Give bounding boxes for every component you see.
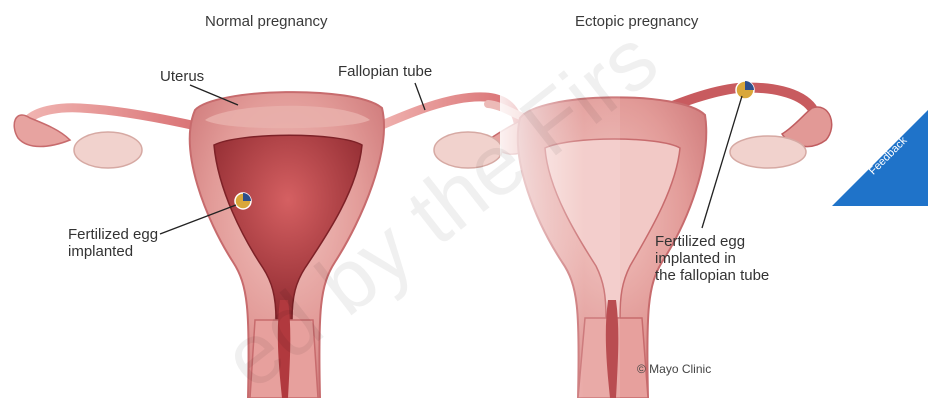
fertilized-egg-ectopic-label: Fertilized egg implanted in the fallopia… bbox=[655, 233, 769, 284]
ectopic-egg-leader-line bbox=[702, 96, 742, 228]
diagram-canvas: Normal pregnancy Ectopic pregnancy Uteru… bbox=[0, 0, 928, 398]
normal-right-ovary bbox=[434, 132, 502, 168]
feedback-button[interactable]: Feedback bbox=[832, 110, 928, 206]
fertilized-egg-ectopic-line-2: implanted in bbox=[655, 250, 769, 267]
normal-left-fallopian-tube bbox=[30, 108, 205, 128]
pregnancy-illustration bbox=[0, 0, 928, 398]
ectopic-pregnancy-title: Ectopic pregnancy bbox=[575, 13, 698, 30]
fertilized-egg-normal-label: Fertilized egg implanted bbox=[68, 226, 158, 260]
fertilized-egg-ectopic-line-3: the fallopian tube bbox=[655, 267, 769, 284]
fertilized-egg-normal-line-2: implanted bbox=[68, 243, 158, 260]
ectopic-egg-detail bbox=[745, 81, 754, 90]
normal-left-fimbriae bbox=[14, 115, 70, 147]
normal-pregnancy-title: Normal pregnancy bbox=[205, 13, 328, 30]
ectopic-fade-overlay bbox=[500, 80, 620, 398]
mayo-clinic-credit: © Mayo Clinic bbox=[637, 361, 711, 378]
fertilized-egg-normal-line-1: Fertilized egg bbox=[68, 226, 158, 243]
normal-left-ovary bbox=[74, 132, 142, 168]
uterus-label: Uterus bbox=[160, 68, 204, 85]
fallopian-tube-label: Fallopian tube bbox=[338, 63, 432, 80]
ectopic-right-ovary bbox=[730, 136, 806, 168]
normal-right-fallopian-tube bbox=[375, 97, 518, 128]
fertilized-egg-ectopic-line-1: Fertilized egg bbox=[655, 233, 769, 250]
